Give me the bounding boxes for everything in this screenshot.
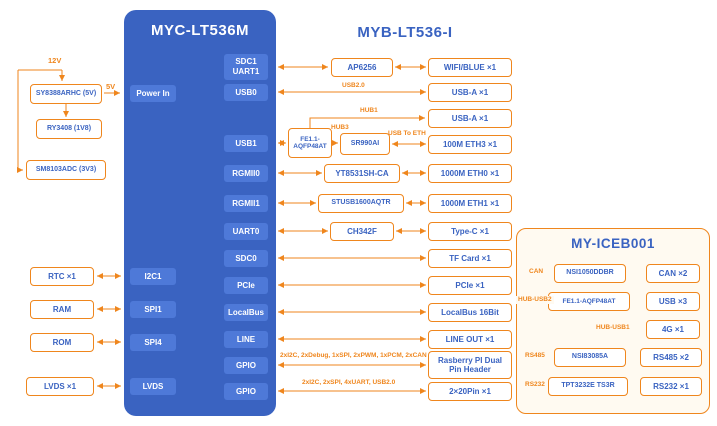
connector-pcie: PCIe ×1 bbox=[428, 276, 512, 295]
connector-usba-1: USB-A ×1 bbox=[428, 83, 512, 102]
lvds-box: LVDS ×1 bbox=[26, 377, 94, 396]
bus-label-hub3: HUB3 bbox=[331, 124, 349, 131]
chip-usb-eth: SR990AI bbox=[340, 133, 390, 155]
connector-rs485: RS485 ×2 bbox=[640, 348, 702, 367]
port-gpio-1: GPIO bbox=[224, 357, 268, 374]
chip-can-transceiver: NSI1050DDBR bbox=[554, 264, 626, 283]
port-line: LINE bbox=[224, 331, 268, 348]
connector-4g: 4G ×1 bbox=[646, 320, 700, 339]
bus-label-gpio2-signals: 2xI2C, 2xSPI, 4xUART, USB2.0 bbox=[302, 379, 396, 386]
port-sdc1-uart1: SDC1 UART1 bbox=[224, 54, 268, 80]
connector-usb-x3: USB ×3 bbox=[646, 292, 700, 311]
port-localbus: LocalBus bbox=[224, 304, 268, 321]
chip-rs232-transceiver: TPT3232E TS3R bbox=[548, 377, 628, 396]
chip-rs485-transceiver: NSI83085A bbox=[554, 348, 626, 367]
bus-label-gpio1-signals: 2xI2C, 2xDebug, 1xSPI, 2xPWM, 1xPCM, 2xC… bbox=[280, 352, 427, 359]
port-usb0: USB0 bbox=[224, 84, 268, 101]
chip-usb-hub-line1: FE1.1- bbox=[300, 135, 320, 143]
rom-box: ROM bbox=[30, 333, 94, 352]
bus-label-usb20: USB2.0 bbox=[342, 82, 365, 89]
bus-label-usb-to-eth: USB To ETH bbox=[388, 130, 426, 137]
power-12v-label: 12V bbox=[48, 56, 62, 65]
connector-2x20pin: 2×20Pin ×1 bbox=[428, 382, 512, 401]
som-title: MYC-LT536M bbox=[150, 22, 250, 39]
connector-localbus: LocalBus 16Bit bbox=[428, 303, 512, 322]
bus-label-can: CAN bbox=[527, 268, 546, 277]
wire-hub1-usba bbox=[309, 115, 425, 128]
connector-eth1: 1000M ETH1 ×1 bbox=[428, 194, 512, 213]
rtc-box: RTC ×1 bbox=[30, 267, 94, 286]
chip-usb-hub-line2: AQFP48AT bbox=[293, 143, 327, 150]
connector-line-out: LINE OUT ×1 bbox=[428, 330, 512, 349]
chip-ch342f: CH342F bbox=[330, 222, 394, 241]
bus-label-hub1: HUB1 bbox=[360, 107, 378, 114]
bus-label-hub-usb1: HUB-USB1 bbox=[594, 324, 632, 333]
regulator-3v3: SM8103ADC (3V3) bbox=[26, 160, 106, 180]
bus-label-rs485: RS485 bbox=[523, 352, 547, 361]
port-pcie: PCIe bbox=[224, 277, 268, 294]
connector-eth3: 100M ETH3 ×1 bbox=[428, 135, 512, 154]
chip-usb-hub: FE1.1- AQFP48AT bbox=[288, 128, 332, 158]
port-uart0: UART0 bbox=[224, 223, 268, 240]
connector-typec: Type-C ×1 bbox=[428, 222, 512, 241]
connector-tf-card: TF Card ×1 bbox=[428, 249, 512, 268]
port-rgmii1: RGMII1 bbox=[224, 195, 268, 212]
carrier-title: MY-ICEB001 bbox=[571, 236, 655, 251]
bus-label-rs232: RS232 bbox=[523, 381, 547, 390]
chip-phy1: STUSB1600AQTR bbox=[318, 194, 404, 213]
port-spi4: SPI4 bbox=[130, 334, 176, 351]
port-lvds: LVDS bbox=[130, 378, 176, 395]
port-power-in: Power In bbox=[130, 85, 176, 102]
connector-can: CAN ×2 bbox=[646, 264, 700, 283]
port-i2c1: I2C1 bbox=[130, 268, 176, 285]
port-sdc0: SDC0 bbox=[224, 250, 268, 267]
regulator-1v8: RY3408 (1V8) bbox=[36, 119, 102, 139]
chip-carrier-usb-hub: FE1.1-AQFP48AT bbox=[548, 292, 630, 311]
port-spi1: SPI1 bbox=[130, 301, 176, 318]
connector-eth0: 1000M ETH0 ×1 bbox=[428, 164, 512, 183]
board-title: MYB-LT536-I bbox=[357, 24, 453, 41]
chip-phy0: YT8531SH-CA bbox=[324, 164, 400, 183]
power-5v-label: 5V bbox=[106, 82, 116, 91]
connector-rpi-header: Rasberry PI Dual Pin Header bbox=[428, 351, 512, 379]
chip-ap6256: AP6256 bbox=[331, 58, 393, 77]
port-rgmii0: RGMII0 bbox=[224, 165, 268, 182]
regulator-5v: SY8388ARHC (5V) bbox=[30, 84, 102, 104]
connector-usba-2: USB-A ×1 bbox=[428, 109, 512, 128]
wire-12v-to-3v3-reg bbox=[17, 70, 23, 173]
connector-rs232: RS232 ×1 bbox=[640, 377, 702, 396]
connector-wifi: WIFI/BLUE ×1 bbox=[428, 58, 512, 77]
port-gpio-2: GPIO bbox=[224, 383, 268, 400]
bus-label-hub-usb2: HUB-USB2 bbox=[516, 296, 554, 305]
ram-box: RAM bbox=[30, 300, 94, 319]
port-usb1: USB1 bbox=[224, 135, 268, 152]
